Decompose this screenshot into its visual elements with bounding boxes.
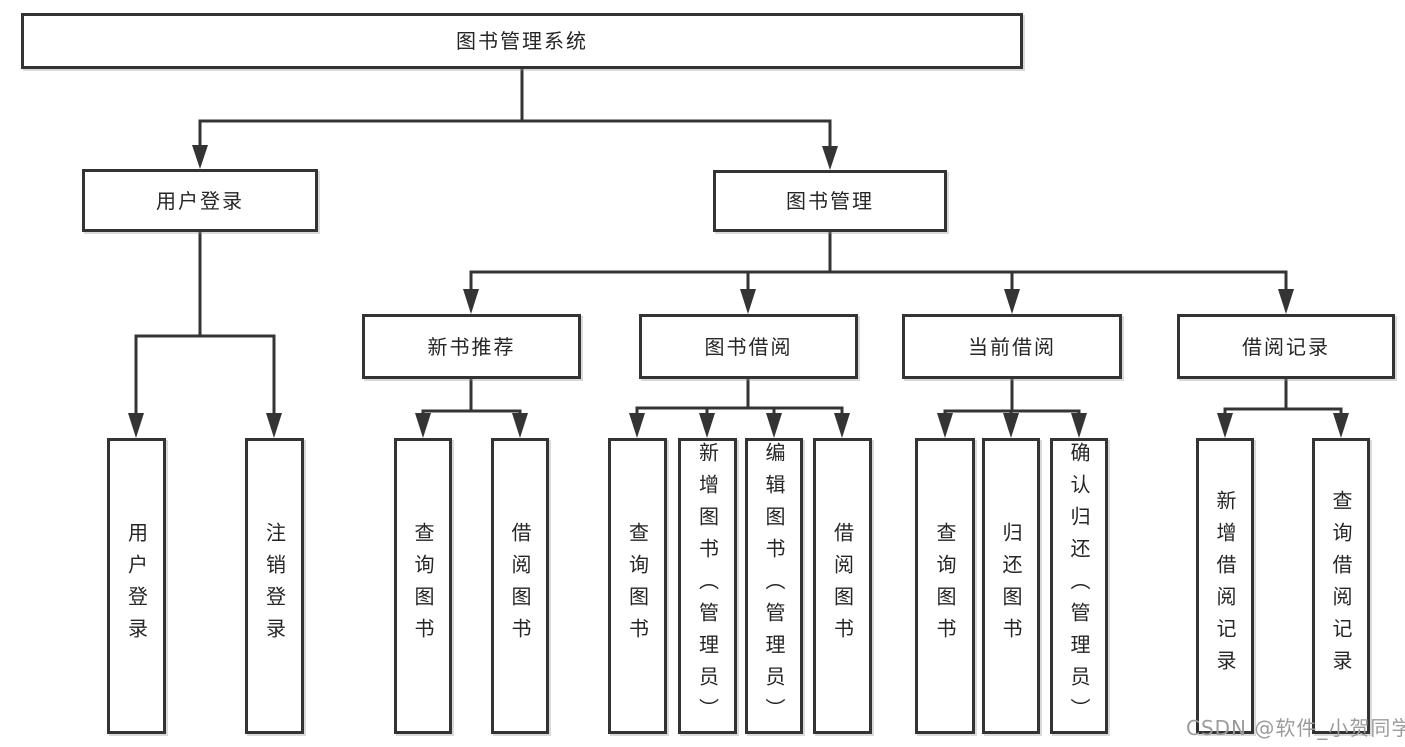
leaf-confirm-return-admin-label: 确认归还（管理员） <box>1067 442 1091 730</box>
connector-user-login-to-leaves <box>128 230 282 438</box>
leaf-rec-borrow-book: 借阅图书 <box>491 438 549 734</box>
leaf-add-borrow-record: 新增借阅记录 <box>1196 438 1254 734</box>
leaf-borrow-book-label: 借阅图书 <box>830 522 855 650</box>
leaf-user-login-label: 用户登录 <box>124 522 149 650</box>
node-user-login-label: 用户登录 <box>156 188 244 213</box>
node-new-book-rec-label: 新书推荐 <box>427 334 516 359</box>
leaf-edit-book-admin-label: 编辑图书（管理员） <box>762 442 786 730</box>
node-book-borrow-label: 图书借阅 <box>704 334 793 359</box>
connector-current-borrow-to-leaves <box>937 377 1087 438</box>
leaf-logout: 注销登录 <box>245 438 304 734</box>
node-current-borrow-label: 当前借阅 <box>968 334 1056 359</box>
leaf-edit-book-admin: 编辑图书（管理员） <box>745 438 803 734</box>
node-book-mgmt-label: 图书管理 <box>786 189 874 213</box>
node-current-borrow: 当前借阅 <box>902 314 1122 379</box>
node-root: 图书管理系统 <box>21 13 1023 69</box>
connector-borrow-record-to-leaves <box>1217 377 1349 438</box>
connector-root-to-level2 <box>192 67 838 170</box>
node-borrow-record-label: 借阅记录 <box>1242 334 1330 359</box>
leaf-add-borrow-record-label: 新增借阅记录 <box>1213 490 1237 682</box>
leaf-logout-label: 注销登录 <box>262 522 287 650</box>
leaf-borrow-query-book: 查询图书 <box>608 438 667 734</box>
node-user-login: 用户登录 <box>82 169 318 232</box>
leaf-return-book-label: 归还图书 <box>999 522 1023 650</box>
connector-book-mgmt-to-level3 <box>463 230 1294 314</box>
leaf-current-query-book: 查询图书 <box>915 438 975 734</box>
node-book-borrow: 图书借阅 <box>639 314 858 379</box>
csdn-watermark: CSDN @软件_小贺同学 <box>1186 716 1405 740</box>
node-root-label: 图书管理系统 <box>456 29 588 53</box>
node-new-book-rec: 新书推荐 <box>362 314 581 379</box>
leaf-add-book-admin: 新增图书（管理员） <box>678 438 737 734</box>
leaf-return-book: 归还图书 <box>982 438 1040 734</box>
leaf-rec-borrow-book-label: 借阅图书 <box>508 522 532 650</box>
node-borrow-record: 借阅记录 <box>1177 314 1395 379</box>
leaf-add-book-admin-label: 新增图书（管理员） <box>695 442 720 730</box>
connector-new-book-to-leaves <box>415 377 528 438</box>
leaf-confirm-return-admin: 确认归还（管理员） <box>1050 438 1108 734</box>
leaf-borrow-query-book-label: 查询图书 <box>625 522 650 650</box>
node-book-mgmt: 图书管理 <box>713 170 947 232</box>
connector-book-borrow-to-leaves <box>629 377 850 438</box>
leaf-query-borrow-record-label: 查询借阅记录 <box>1329 490 1353 682</box>
leaf-rec-query-book: 查询图书 <box>394 438 452 734</box>
leaf-rec-query-book-label: 查询图书 <box>411 522 435 650</box>
leaf-current-query-book-label: 查询图书 <box>933 522 957 650</box>
leaf-query-borrow-record: 查询借阅记录 <box>1312 438 1370 734</box>
leaf-user-login: 用户登录 <box>107 438 166 734</box>
leaf-borrow-book: 借阅图书 <box>813 438 872 734</box>
